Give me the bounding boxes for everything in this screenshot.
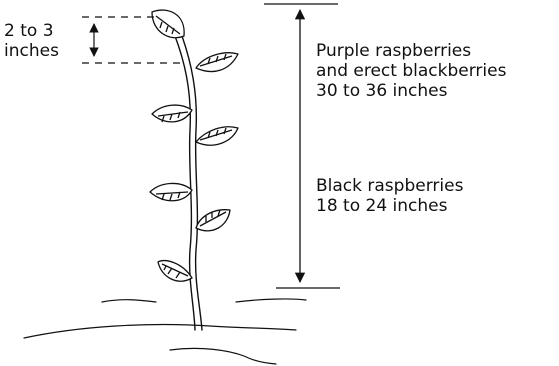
leaf-right-2 — [196, 127, 238, 145]
leaf-left-2 — [150, 183, 192, 200]
tip-length-label: 2 to 3 inches — [4, 21, 59, 61]
black-label-line2: 18 to 24 inches — [316, 196, 463, 216]
black-raspberries-label: Black raspberries 18 to 24 inches — [316, 176, 463, 216]
ground-line — [170, 348, 276, 364]
leaf-right-1 — [196, 53, 238, 72]
purple-label-line1: Purple raspberries — [316, 41, 506, 61]
purple-label-line2: and erect blackberries — [316, 61, 506, 81]
ground-line — [102, 300, 156, 302]
purple-label-line3: 30 to 36 inches — [316, 81, 506, 101]
tip-length-line1: 2 to 3 — [4, 21, 59, 41]
leaf-right-3 — [196, 210, 230, 231]
leaf-top — [152, 10, 184, 38]
purple-raspberries-label: Purple raspberries and erect blackberrie… — [316, 41, 506, 101]
ground-lines — [24, 299, 306, 364]
black-label-line1: Black raspberries — [316, 176, 463, 196]
leaves — [150, 10, 238, 281]
ground-line — [24, 325, 296, 339]
plant-stem — [175, 36, 202, 330]
tip-length-line2: inches — [4, 41, 59, 61]
ground-line — [236, 299, 306, 302]
leaf-left-1 — [152, 105, 192, 122]
leaf-left-3 — [158, 261, 192, 282]
